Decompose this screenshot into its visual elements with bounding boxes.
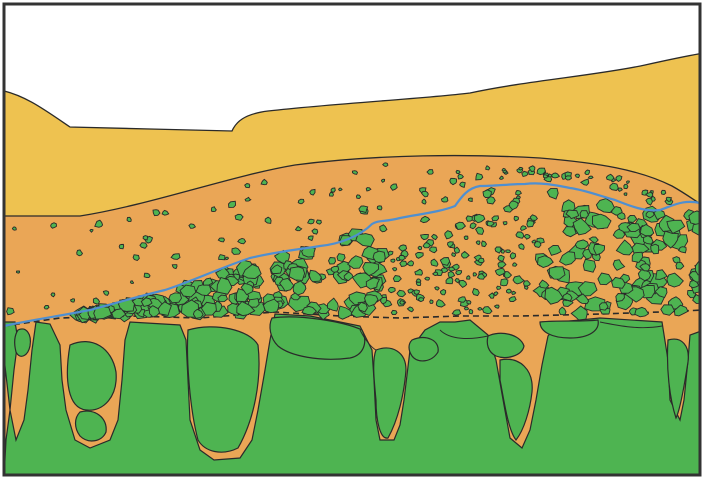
clast: [377, 206, 382, 210]
clast: [229, 201, 236, 207]
clast: [144, 273, 150, 277]
clast: [143, 236, 148, 240]
clast: [501, 279, 508, 286]
clast: [388, 251, 393, 255]
clast: [478, 308, 482, 311]
clast: [580, 211, 588, 219]
clast: [503, 222, 507, 225]
clast: [416, 282, 420, 285]
clast: [119, 244, 124, 248]
clast: [661, 190, 666, 194]
clast: [498, 255, 504, 261]
clast: [418, 246, 421, 249]
clast: [543, 175, 547, 178]
clast: [331, 266, 339, 272]
clast: [476, 173, 483, 180]
clast: [127, 217, 131, 221]
clast: [527, 221, 534, 227]
clast: [331, 188, 335, 192]
clast: [506, 250, 511, 253]
clast: [583, 259, 595, 272]
clast: [624, 184, 628, 188]
clast: [339, 188, 343, 191]
clast: [425, 277, 430, 280]
clast: [456, 170, 460, 173]
clast: [624, 193, 627, 196]
clast: [575, 174, 579, 178]
clast: [476, 241, 480, 245]
clast: [565, 176, 571, 180]
clast: [627, 181, 630, 184]
clast: [17, 271, 20, 273]
clast: [525, 286, 529, 289]
clast: [430, 300, 433, 304]
clast: [169, 293, 182, 303]
clast: [400, 261, 407, 267]
clast: [516, 191, 522, 196]
clast: [456, 270, 462, 274]
clast: [219, 255, 225, 260]
clast: [381, 179, 384, 182]
clast: [503, 170, 506, 173]
clast: [452, 253, 456, 257]
clast: [467, 276, 470, 280]
clast: [588, 176, 593, 179]
clast: [464, 307, 468, 310]
clast: [381, 297, 387, 304]
clast: [610, 183, 619, 190]
clast: [44, 306, 49, 310]
clast: [469, 309, 473, 314]
clast: [225, 257, 228, 260]
clast: [510, 253, 516, 259]
clast: [479, 258, 485, 262]
clast: [12, 227, 16, 230]
clast: [473, 273, 477, 276]
clast: [298, 199, 304, 204]
clast: [329, 258, 336, 265]
clast: [414, 290, 419, 295]
clast: [467, 301, 471, 305]
clast: [506, 289, 511, 293]
clast: [356, 195, 360, 199]
clast: [418, 298, 423, 302]
clast: [464, 236, 468, 239]
clast: [497, 286, 501, 289]
clast: [391, 310, 397, 314]
clast: [435, 287, 440, 290]
clast: [468, 198, 472, 202]
clast: [519, 167, 523, 170]
clast: [512, 291, 516, 294]
clast: [71, 299, 75, 302]
clast: [514, 216, 518, 221]
clast: [289, 267, 304, 281]
clast: [383, 163, 388, 167]
clast: [391, 259, 395, 262]
clast: [373, 251, 385, 263]
clast: [422, 199, 426, 204]
clast: [245, 184, 250, 188]
clast: [513, 263, 517, 267]
clast: [316, 220, 321, 224]
clast: [133, 255, 139, 261]
clast: [330, 192, 334, 196]
